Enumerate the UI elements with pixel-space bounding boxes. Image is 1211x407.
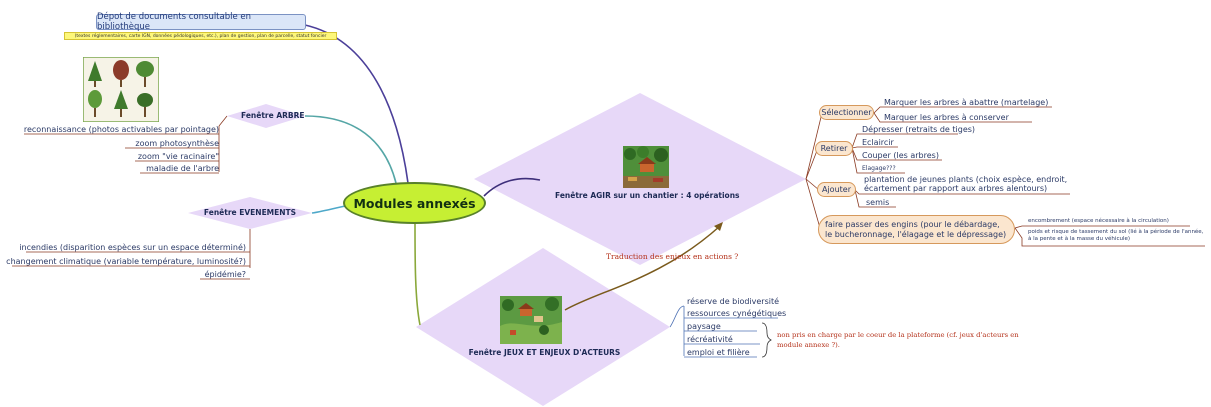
jeux-item[interactable]: récréativité (687, 335, 733, 344)
central-topic[interactable]: Modules annexés (343, 182, 486, 224)
agir-group-selectionner[interactable]: Sélectionner (819, 105, 874, 120)
relation-arrowhead (714, 222, 723, 231)
agir-item[interactable]: Marquer les arbres à abattre (martelage) (884, 98, 1049, 107)
group-label: faire passer des engins (pour le débarda… (825, 219, 1007, 239)
agir-item[interactable]: Marquer les arbres à conserver (884, 113, 1009, 122)
agir-item[interactable]: Elagage??? (862, 165, 896, 172)
agir-group-ajouter[interactable]: Ajouter (817, 182, 856, 197)
evenements-item[interactable]: changement climatique (variable températ… (6, 257, 246, 266)
link-central-agir (483, 177, 541, 197)
agir-item[interactable]: poids et risque de tassement du sol (lié… (1028, 229, 1204, 242)
forest-worksite-illustration (623, 146, 669, 188)
agir-item[interactable]: Eclaircir (862, 138, 894, 147)
agir-item[interactable]: plantation de jeunes plants (choix espèc… (864, 175, 1068, 193)
evenements-title: Fenêtre EVENEMENTS (203, 208, 297, 217)
arbre-item[interactable]: zoom photosynthèse (135, 139, 219, 148)
link-central-jeux (414, 223, 421, 326)
agir-group-engins[interactable]: faire passer des engins (pour le débarda… (818, 215, 1015, 244)
central-topic-label: Modules annexés (353, 195, 476, 211)
group-label: Retirer (820, 144, 848, 153)
link-central-arbre (304, 115, 397, 184)
agir-item[interactable]: semis (866, 198, 890, 207)
depot-title: Dépot de documents consultable en biblio… (97, 12, 252, 32)
link-central-depot (304, 24, 409, 184)
jeux-note: non pris en charge par le coeur de la pl… (777, 331, 1019, 349)
relation-arrow (564, 225, 721, 311)
jeux-item[interactable]: ressources cynégétiques (687, 309, 787, 318)
evenements-item[interactable]: épidémie? (204, 270, 246, 279)
relation-label[interactable]: Traduction des enjeux en actions ? (606, 252, 739, 261)
arbre-diamond[interactable] (227, 104, 305, 128)
jeux-item[interactable]: emploi et filière (687, 348, 750, 357)
agir-item[interactable]: Dépresser (retraits de tiges) (862, 125, 976, 134)
jeux-title: Fenêtre JEUX ET ENJEUX D'ACTEURS (468, 348, 621, 357)
agir-item[interactable]: encombrement (espace nécessaire à la cir… (1028, 218, 1169, 224)
agir-group-retirer[interactable]: Retirer (815, 141, 853, 156)
arbre-item[interactable]: maladie de l'arbre (146, 164, 219, 173)
village-landscape-illustration (500, 296, 562, 344)
arbre-item[interactable]: reconnaissance (photos activables par po… (23, 125, 219, 134)
depot-detail-box: (textes réglementaires, carte IGN, donné… (64, 32, 337, 40)
agir-item[interactable]: Couper (les arbres) (862, 151, 939, 160)
depot-detail: (textes réglementaires, carte IGN, donné… (74, 33, 327, 39)
group-label: Ajouter (821, 185, 851, 194)
jeux-item[interactable]: réserve de biodiversité (687, 297, 780, 306)
evenements-diamond[interactable] (188, 197, 312, 229)
tree-species-chart-icon (83, 57, 159, 122)
agir-title: Fenêtre AGIR sur un chantier : 4 opérati… (555, 191, 740, 200)
evenements-item[interactable]: incendies (disparition espèces sur un es… (19, 243, 246, 252)
arbre-title: Fenêtre ARBRE (241, 111, 305, 120)
arbre-item[interactable]: zoom "vie racinaire" (137, 152, 219, 161)
depot-topic[interactable]: Dépot de documents consultable en biblio… (96, 12, 306, 32)
jeux-item[interactable]: paysage (687, 322, 721, 331)
group-label: Sélectionner (821, 108, 872, 117)
jeux-bracket (761, 322, 772, 358)
